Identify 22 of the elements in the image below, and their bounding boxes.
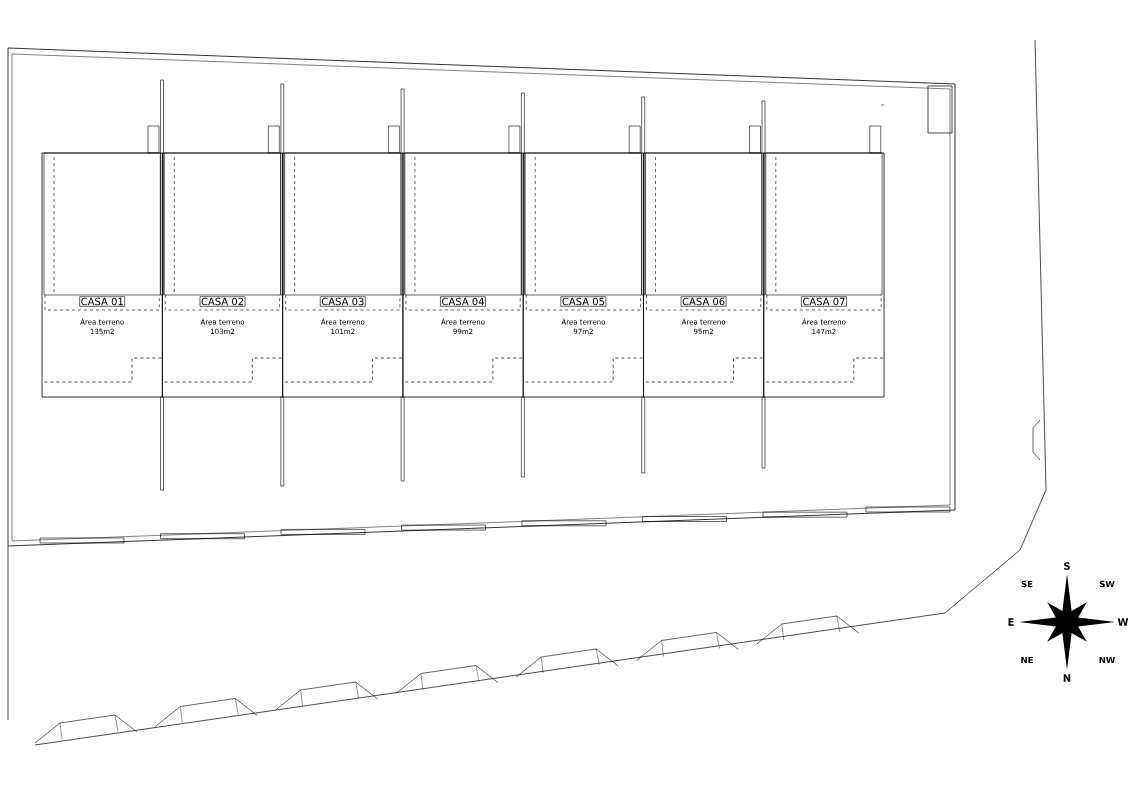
house-label: CASA 04 xyxy=(440,296,486,307)
house-label: CASA 06 xyxy=(680,296,727,307)
house-label: CASA 03 xyxy=(319,296,366,307)
house-label: CASA 05 xyxy=(560,296,607,307)
compass-label: E xyxy=(1008,618,1014,626)
compass-label: S xyxy=(1064,562,1070,570)
lot-plan xyxy=(402,125,524,398)
compass-label: NW xyxy=(1099,656,1115,664)
lot-plan xyxy=(41,125,163,398)
house-label: CASA 01 xyxy=(79,296,126,307)
lot-plan xyxy=(763,125,885,398)
lot-plan xyxy=(282,125,404,398)
lot-plan xyxy=(161,125,284,398)
lot-plan xyxy=(522,125,644,398)
compass-label: SW xyxy=(1099,580,1115,588)
compass-label: NE xyxy=(1021,656,1033,664)
lot-plan xyxy=(643,125,765,398)
house-label: CASA 07 xyxy=(801,296,847,307)
compass-label: W xyxy=(1117,618,1129,626)
compass-label: N xyxy=(1063,674,1071,682)
compass-label: SE xyxy=(1021,580,1033,588)
house-label: CASA 02 xyxy=(199,296,246,307)
